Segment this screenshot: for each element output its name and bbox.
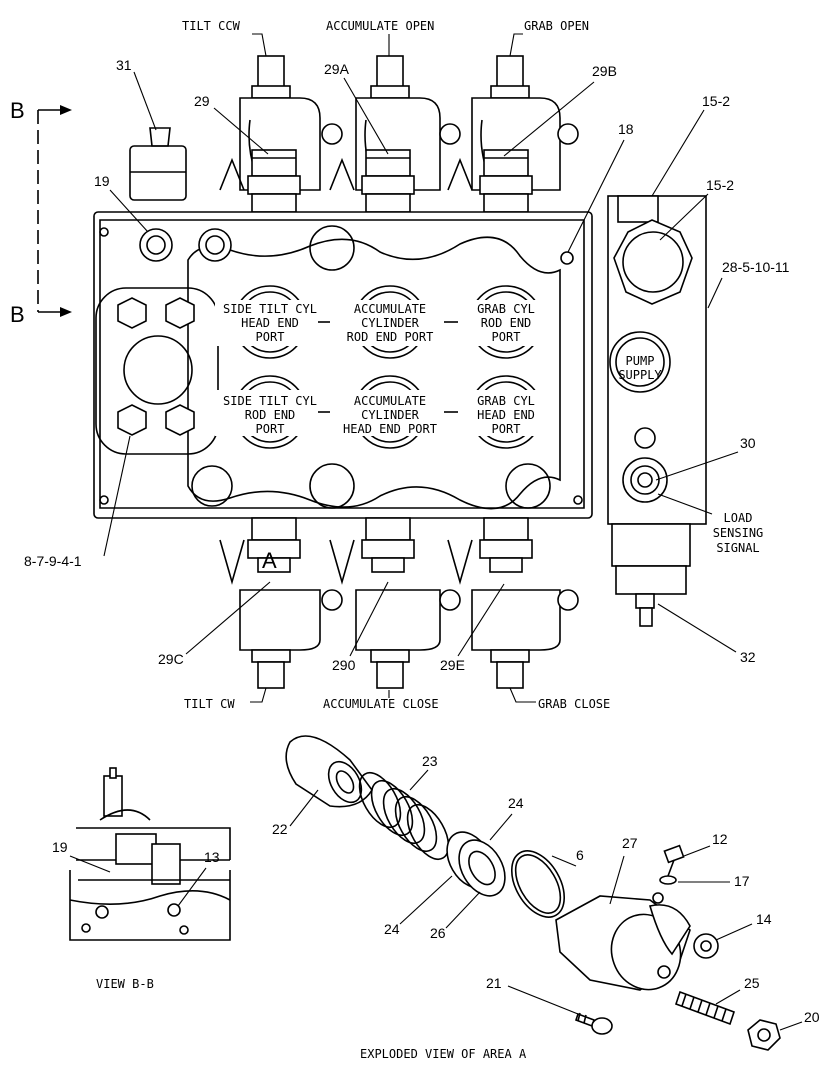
leader-tilt-ccw xyxy=(252,33,267,57)
callout-26: 26 xyxy=(430,925,446,941)
callout-14: 14 xyxy=(756,911,772,927)
port-grab-rod-line2: ROD END xyxy=(481,316,532,330)
callout-29: 29 xyxy=(194,93,210,109)
view-bb-caption: VIEW B-B xyxy=(96,977,154,991)
callout-21: 21 xyxy=(486,975,502,991)
port-side-tilt-rod-line1: SIDE TILT CYL xyxy=(223,394,317,408)
load-sensing-line3: SIGNAL xyxy=(716,541,759,555)
callout-29a: 29A xyxy=(324,61,350,77)
callout-24-top: 24 xyxy=(508,795,524,811)
port-circles xyxy=(215,285,554,449)
load-sensing-line1: LOAD xyxy=(724,511,753,525)
label-grab-close: GRAB CLOSE xyxy=(538,697,610,711)
label-accumulate-close: ACCUMULATE CLOSE xyxy=(323,697,439,711)
port-accumulate-rod-line1: ACCUMULATE xyxy=(354,302,426,316)
port-side-tilt-head-line1: SIDE TILT CYL xyxy=(223,302,317,316)
port-grab-head-line2: HEAD END xyxy=(477,408,535,422)
callout-29b: 29B xyxy=(592,63,617,79)
callout-29e: 29E xyxy=(440,657,465,673)
pump-supply-line2: SUPPLY xyxy=(618,368,662,382)
callout-32: 32 xyxy=(740,649,756,665)
port-grab-rod-line1: GRAB CYL xyxy=(477,302,535,316)
label-tilt-cw: TILT CW xyxy=(184,697,235,711)
port-accumulate-rod-line2: CYLINDER xyxy=(361,316,420,330)
port-grab-head-line3: PORT xyxy=(492,422,521,436)
port-side-tilt-head-line3: PORT xyxy=(256,330,285,344)
callout-19-view-bb: 19 xyxy=(52,839,68,855)
port-grab-rod-line3: PORT xyxy=(492,330,521,344)
relief-valves-top xyxy=(247,149,533,213)
inlet-section xyxy=(607,195,707,627)
callout-15-2-top: 15-2 xyxy=(702,93,730,109)
callout-12: 12 xyxy=(712,831,728,847)
view-bb-drawing xyxy=(69,767,231,941)
port-side-tilt-head-line2: HEAD END xyxy=(241,316,299,330)
section-mark-b-top: B xyxy=(10,98,25,123)
pump-supply-line1: PUMP xyxy=(626,354,655,368)
port-accumulate-rod-line3: ROD END PORT xyxy=(347,330,434,344)
label-grab-open: GRAB OPEN xyxy=(524,19,589,33)
port-accumulate-head-line2: CYLINDER xyxy=(361,408,420,422)
port-accumulate-head-line3: HEAD END PORT xyxy=(343,422,437,436)
callout-19: 19 xyxy=(94,173,110,189)
leader-grab-open xyxy=(509,33,523,57)
callout-24-bottom: 24 xyxy=(384,921,400,937)
label-accumulate-open: ACCUMULATE OPEN xyxy=(326,19,434,33)
callout-25: 25 xyxy=(744,975,760,991)
label-tilt-ccw: TILT CCW xyxy=(182,19,241,33)
load-sensing-line2: SENSING xyxy=(713,526,764,540)
valve-body xyxy=(93,211,593,519)
section-arrow-bottom xyxy=(60,307,72,317)
callout-20: 20 xyxy=(804,1009,820,1025)
section-mark-b-bottom: B xyxy=(10,302,25,327)
fitting-31 xyxy=(129,127,187,201)
callout-27: 27 xyxy=(622,835,638,851)
port-accumulate-head-line1: ACCUMULATE xyxy=(354,394,426,408)
callout-17: 17 xyxy=(734,873,750,889)
port-side-tilt-rod-line3: PORT xyxy=(256,422,285,436)
callout-30: 30 xyxy=(740,435,756,451)
callout-13: 13 xyxy=(204,849,220,865)
callout-22: 22 xyxy=(272,821,288,837)
port-grab-head-line1: GRAB CYL xyxy=(477,394,535,408)
callout-6: 6 xyxy=(576,847,584,863)
callout-290: 290 xyxy=(332,657,356,673)
callout-28-5-10-11: 28-5-10-11 xyxy=(722,259,790,275)
port-side-tilt-rod-line2: ROD END xyxy=(245,408,296,422)
callout-29c: 29C xyxy=(158,651,184,667)
section-arrow-top xyxy=(60,105,72,115)
bottom-fittings xyxy=(219,517,579,689)
callout-31: 31 xyxy=(116,57,132,73)
callout-15-2-bottom: 15-2 xyxy=(706,177,734,193)
area-mark-a: A xyxy=(262,548,277,573)
exploded-parts xyxy=(285,735,781,1051)
callout-8-7-9-4-1: 8-7-9-4-1 xyxy=(24,553,82,569)
callout-23: 23 xyxy=(422,753,438,769)
exploded-view-caption: EXPLODED VIEW OF AREA A xyxy=(360,1047,527,1061)
callout-18: 18 xyxy=(618,121,634,137)
